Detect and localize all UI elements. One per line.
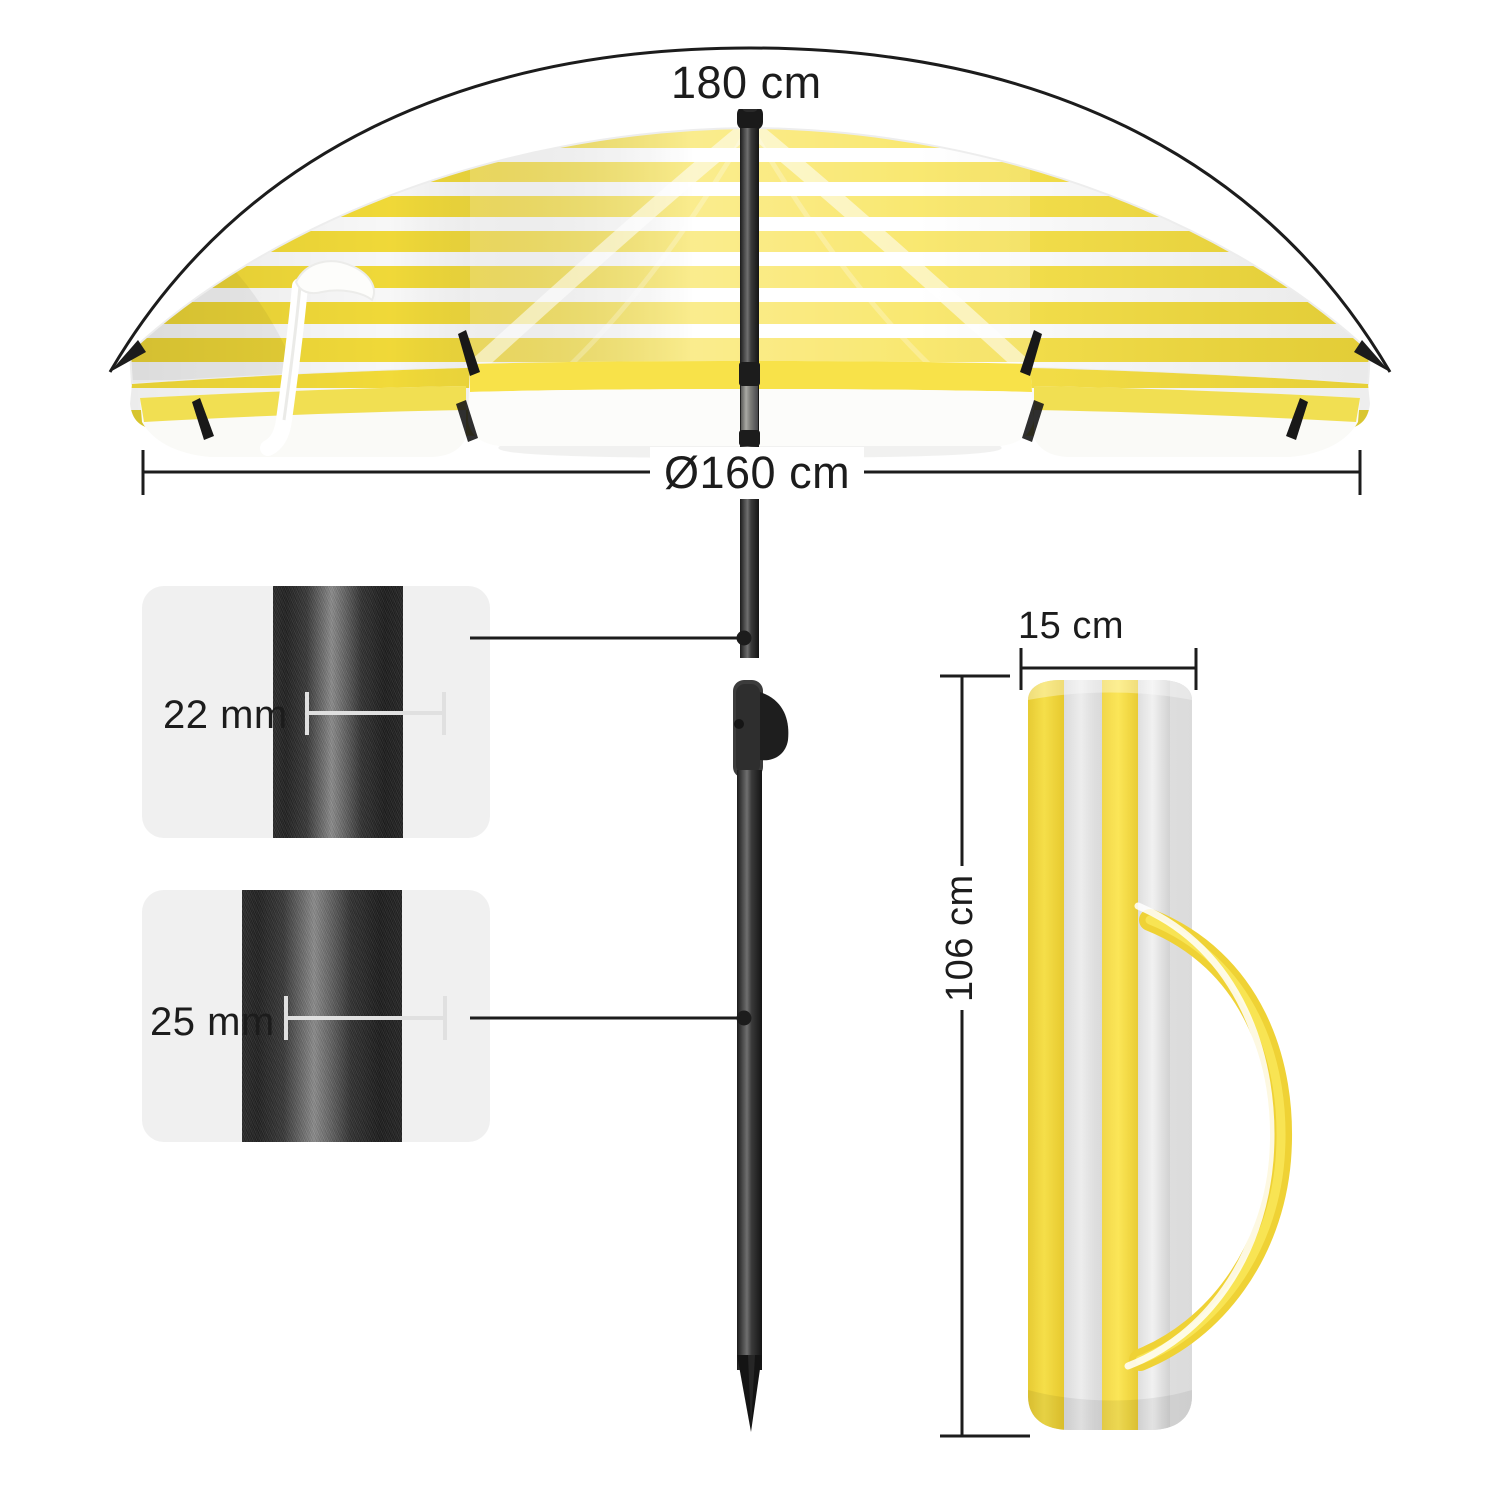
bag-width-dimension-15 <box>1019 648 1198 690</box>
carry-bag <box>1028 680 1292 1430</box>
upper-pole-diameter-label: 22 mm <box>163 693 288 737</box>
carry-bag-strap <box>1124 902 1292 1371</box>
upper-pole-closeup <box>273 586 403 838</box>
canopy-diameter-label: Ø160 cm <box>650 447 865 499</box>
canopy-rib-tips <box>192 330 1308 442</box>
carry-bag-stripes <box>1028 680 1192 1430</box>
canopy-tie-strap <box>260 260 375 456</box>
lower-pole-diameter-label: 25 mm <box>150 1000 275 1044</box>
leader-line-25mm <box>478 1010 752 1026</box>
leader-line-22mm <box>478 630 752 646</box>
carry-bag-height-label: 106 cm <box>939 866 982 1010</box>
arc-dimension-180-arrowheads <box>110 340 1390 372</box>
umbrella-pole <box>733 128 789 1432</box>
canopy-arc-label: 180 cm <box>655 57 838 109</box>
arc-dimension-180 <box>108 46 1392 373</box>
bag-height-dimension-106 <box>940 674 1030 1438</box>
tilt-mechanism <box>733 680 789 778</box>
carry-bag-width-label: 15 cm <box>1008 605 1134 648</box>
